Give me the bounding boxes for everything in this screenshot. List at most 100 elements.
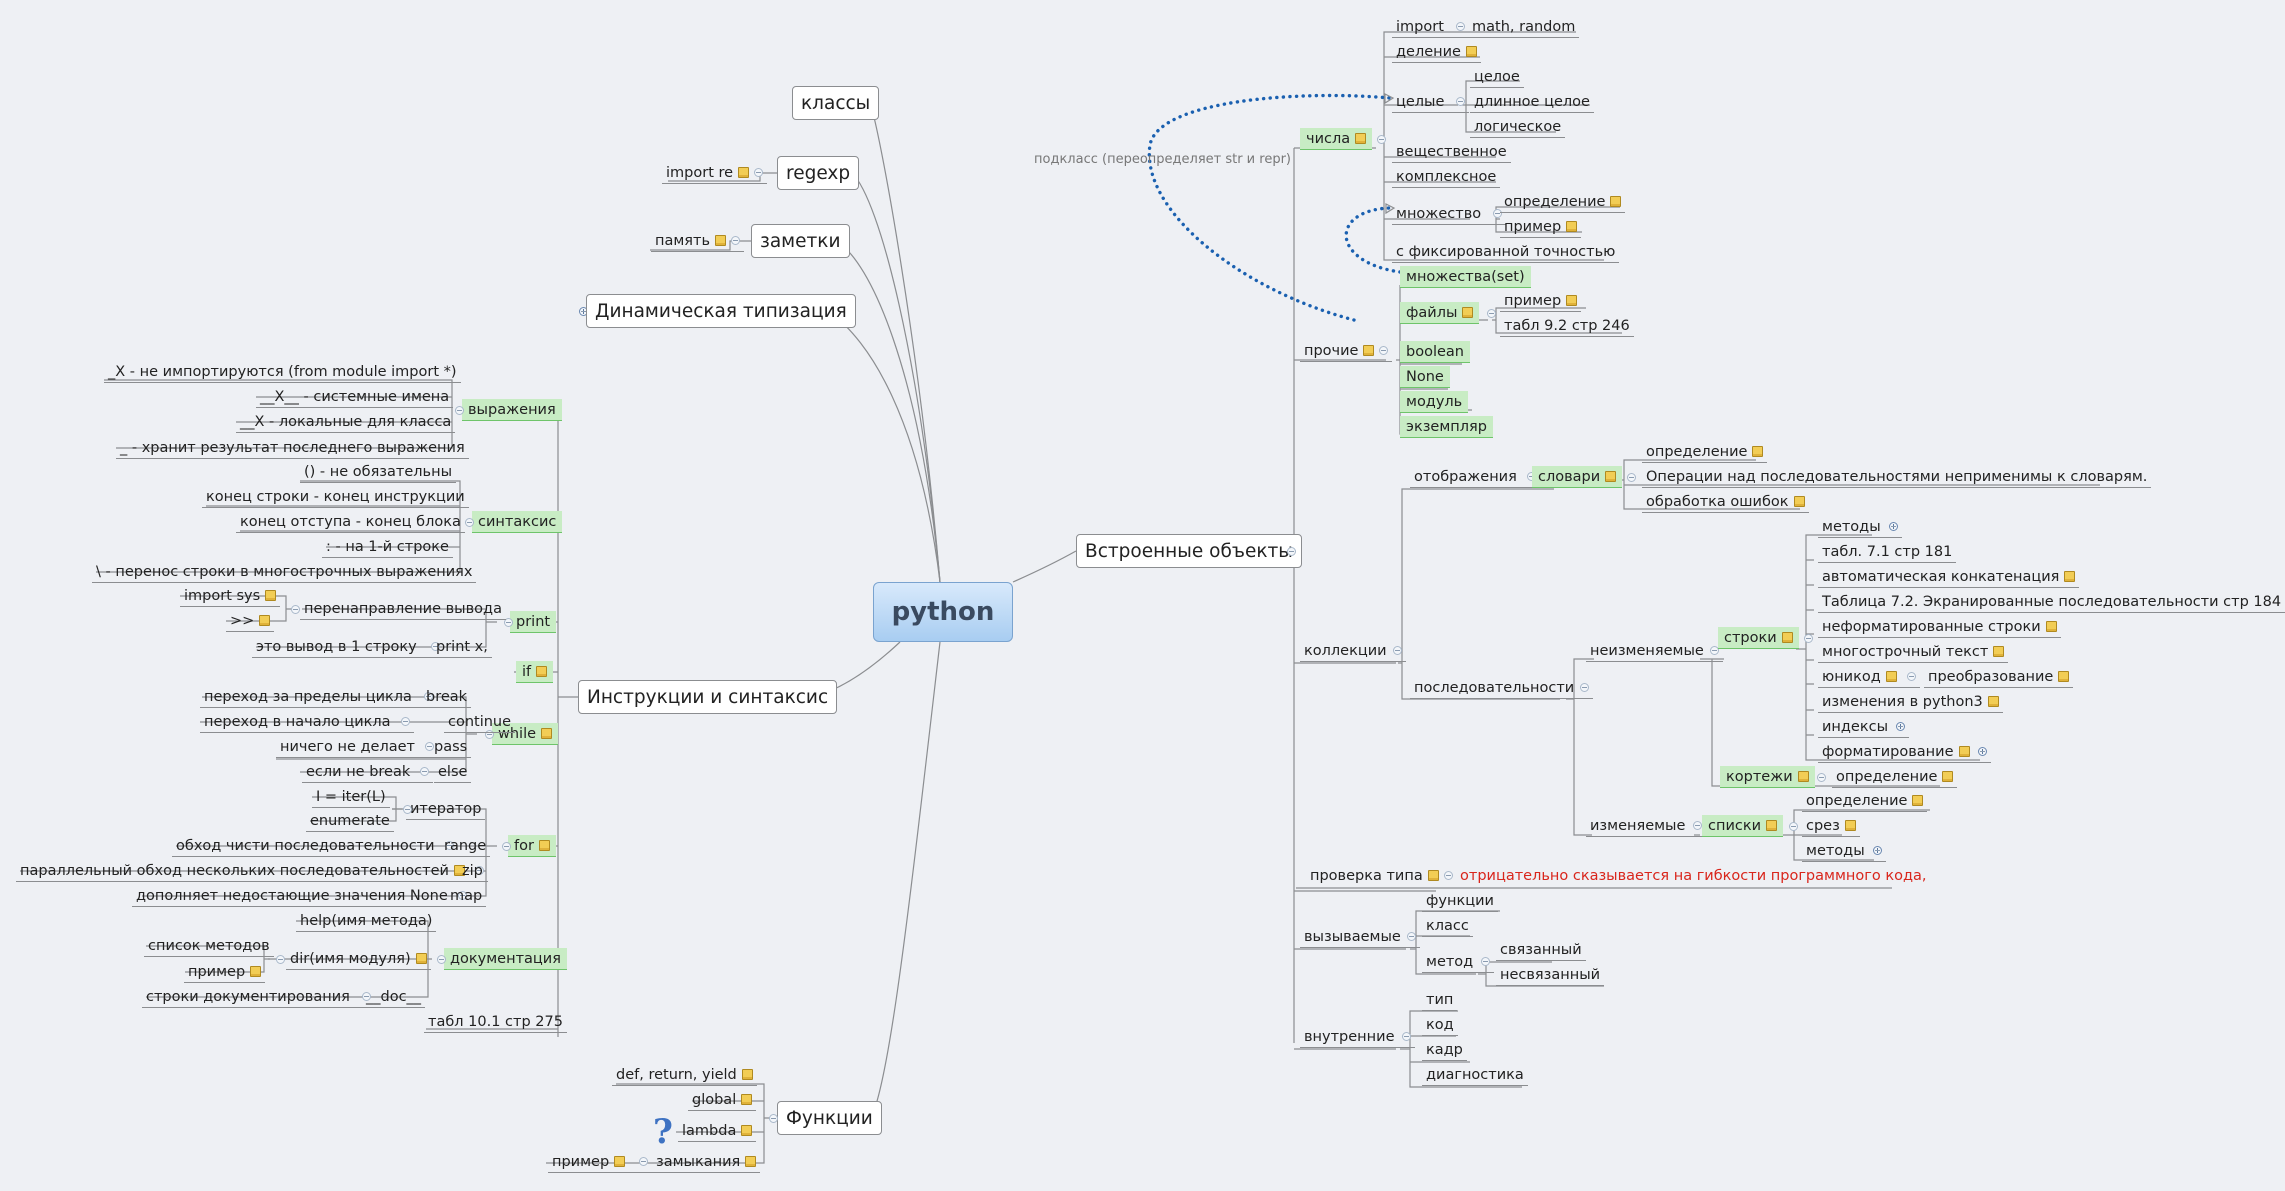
node-celoe[interactable]: целое	[1470, 66, 1524, 88]
node-import-re[interactable]: import re	[662, 162, 768, 184]
node-sint-1[interactable]: () - не обязательны	[300, 461, 457, 483]
collapse-icon[interactable]	[1481, 957, 1491, 966]
collapse-icon[interactable]	[504, 618, 513, 627]
note-icon[interactable]	[741, 1125, 753, 1136]
collapse-icon[interactable]	[361, 992, 371, 1001]
note-icon[interactable]	[1942, 771, 1954, 782]
collapse-icon[interactable]	[400, 717, 410, 726]
note-icon[interactable]	[1610, 196, 1622, 207]
node-while[interactable]: while	[492, 723, 559, 745]
collapse-icon[interactable]	[502, 842, 511, 851]
collapse-icon[interactable]	[1402, 1032, 1412, 1041]
node-kortezhi[interactable]: кортежи	[1720, 766, 1815, 788]
collapse-icon[interactable]	[1392, 646, 1402, 655]
node-while-break-desc[interactable]: переход за пределы цикла	[200, 686, 437, 708]
node-vyrazheniya[interactable]: выражения	[462, 399, 562, 421]
node-lambda[interactable]: lambda	[678, 1120, 757, 1142]
node-chisla[interactable]: числа	[1300, 128, 1373, 150]
relationship-label[interactable]: подкласс (переопределяет str и repr)	[1034, 152, 1291, 167]
node-spiski-opredelenie[interactable]: определение	[1802, 790, 1928, 812]
note-icon[interactable]	[1355, 133, 1367, 144]
note-icon[interactable]	[1797, 771, 1809, 782]
node-zip[interactable]: zip	[458, 860, 487, 882]
collapse-icon[interactable]	[291, 605, 300, 614]
node-sint-4[interactable]: : - на 1-й строке	[322, 536, 453, 558]
node-while-continue-desc[interactable]: переход в начало цикла	[200, 711, 414, 733]
topic-vstroennye[interactable]: Встроенные объекты	[1076, 534, 1302, 568]
node-sint-5[interactable]: \ - перенос строки в многострочных выраж…	[92, 561, 477, 583]
node-kompleksnoe[interactable]: комплексное	[1392, 166, 1501, 188]
collapse-icon[interactable]	[1406, 932, 1416, 941]
node-math-random[interactable]: math, random	[1468, 16, 1580, 38]
node-vyr-4[interactable]: _ - хранит результат последнего выражени…	[116, 437, 469, 459]
note-icon[interactable]	[2064, 571, 2076, 582]
node-while-else-desc[interactable]: если не break	[302, 761, 434, 783]
node-prochie[interactable]: прочие	[1300, 340, 1393, 362]
node-fayly-primer[interactable]: пример	[1500, 290, 1582, 312]
collapse-icon[interactable]	[1627, 473, 1636, 482]
node-zip-desc[interactable]: параллельный обход нескольких последоват…	[16, 860, 488, 882]
collapse-icon[interactable]	[420, 767, 430, 776]
node-gtgt[interactable]: >>	[226, 610, 275, 632]
note-icon[interactable]	[1766, 820, 1778, 831]
collapse-icon[interactable]	[437, 955, 446, 964]
node-otobrazheniya[interactable]: отображения	[1410, 466, 1540, 488]
node-none[interactable]: None	[1400, 366, 1450, 388]
node-dlinnoe[interactable]: длинное целое	[1470, 91, 1594, 113]
note-icon[interactable]	[265, 590, 277, 601]
topic-regexp[interactable]: regexp	[777, 156, 860, 190]
note-icon[interactable]	[741, 1069, 753, 1080]
node-vyr-3[interactable]: __X - локальные для класса	[236, 411, 456, 433]
note-icon[interactable]	[741, 1094, 753, 1105]
collapse-icon[interactable]	[1443, 871, 1453, 880]
node-ekzemplyar[interactable]: экземпляр	[1400, 416, 1493, 438]
node-spisok[interactable]: список методов	[144, 935, 274, 957]
collapse-icon[interactable]	[455, 406, 464, 415]
node-range-desc[interactable]: обход чисти последовательности	[172, 835, 458, 857]
node-mnozhestvo[interactable]: множество	[1392, 203, 1507, 225]
note-icon[interactable]	[738, 167, 750, 178]
note-icon[interactable]	[541, 728, 553, 739]
node-mnozh-primer[interactable]: пример	[1500, 216, 1582, 238]
node-vyr-1[interactable]: _X - не импортируются (from module impor…	[104, 361, 461, 383]
node-slovari-obrabotka[interactable]: обработка ошибок	[1642, 491, 1809, 513]
node-sint-3[interactable]: конец отступа - конец блока	[236, 511, 465, 533]
node-dokumentaciya[interactable]: документация	[444, 948, 567, 970]
node-preobr[interactable]: преобразование	[1924, 666, 2074, 688]
node-proverka-note[interactable]: отрицательно сказывается на гибкости про…	[1460, 868, 1927, 884]
node-global[interactable]: global	[688, 1089, 757, 1111]
node-tabl-181[interactable]: табл. 7.1 стр 181	[1818, 541, 1957, 563]
collapse-icon[interactable]	[457, 891, 467, 900]
collapse-icon[interactable]	[276, 955, 285, 964]
topic-funkcii[interactable]: Функции	[777, 1101, 882, 1135]
root-topic[interactable]: python	[873, 582, 1013, 642]
node-kod[interactable]: код	[1422, 1014, 1458, 1036]
node-delenie[interactable]: деление	[1392, 41, 1481, 63]
collapse-icon[interactable]	[403, 805, 412, 814]
collapse-icon[interactable]	[1804, 634, 1813, 643]
node-break[interactable]: break	[422, 686, 472, 708]
collapse-icon[interactable]	[639, 1157, 649, 1166]
note-icon[interactable]	[250, 966, 262, 977]
node-veshchestvennoe[interactable]: вещественное	[1392, 141, 1511, 163]
note-icon[interactable]	[1465, 46, 1477, 57]
node-slovari-opredelenie[interactable]: определение	[1642, 441, 1768, 463]
note-icon[interactable]	[1427, 870, 1439, 881]
note-icon[interactable]	[745, 1156, 757, 1167]
node-mnogostr[interactable]: многострочный текст	[1818, 641, 2009, 663]
collapse-icon[interactable]	[444, 841, 454, 850]
node-iter[interactable]: I = iter(L)	[312, 786, 390, 808]
node-dir[interactable]: dir(имя модуля)	[286, 948, 431, 970]
node-yunikod[interactable]: юникод	[1818, 666, 1920, 688]
collapse-icon[interactable]	[731, 236, 741, 245]
node-spiski-srez[interactable]: срез	[1802, 815, 1860, 837]
note-icon[interactable]	[614, 1156, 626, 1167]
collapse-icon[interactable]	[1817, 773, 1826, 782]
collapse-icon[interactable]	[1455, 22, 1465, 31]
node-diagnostika[interactable]: диагностика	[1422, 1064, 1528, 1086]
node-tabl-184[interactable]: Таблица 7.2. Экранированные последовател…	[1818, 591, 2285, 613]
node-range[interactable]: range	[440, 835, 491, 857]
collapse-icon[interactable]	[1709, 646, 1719, 655]
collapse-icon[interactable]	[1693, 821, 1703, 830]
node-kortezhi-opredelenie[interactable]: определение	[1832, 766, 1958, 788]
